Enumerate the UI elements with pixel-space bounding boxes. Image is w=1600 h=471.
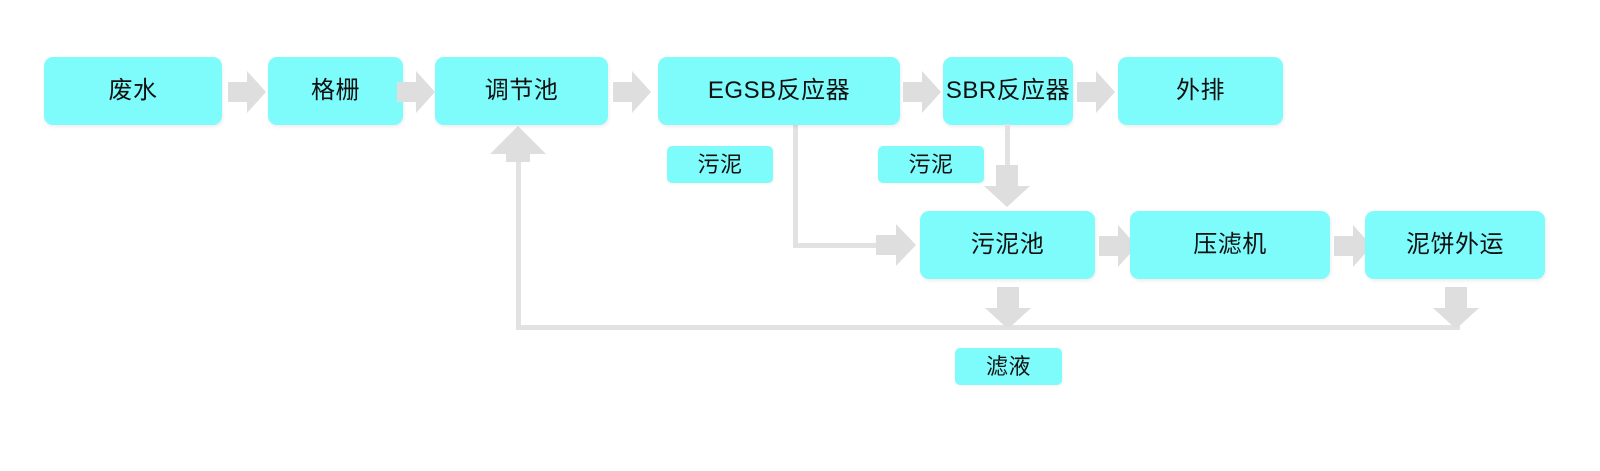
connector-press-to-cake-out-icon — [1334, 225, 1372, 267]
node-sludge-tank[interactable]: 污泥池 — [920, 211, 1095, 279]
node-wastewater[interactable]: 废水 — [44, 57, 222, 125]
connector-sludge-tank-to-press-icon — [1099, 225, 1137, 267]
node-sbr-reactor[interactable]: SBR反应器 — [943, 57, 1073, 125]
node-egsb-reactor-label: EGSB反应器 — [707, 77, 851, 104]
connector-sbr-to-sludge-tank-arrow-down-icon — [984, 165, 1030, 207]
label-sludge-from-sbr-text: 污泥 — [908, 151, 954, 177]
node-sludge-tank-label: 污泥池 — [970, 231, 1045, 258]
connector-egsb-to-sbr-icon — [903, 71, 941, 113]
connector-wastewater-to-grille-icon — [228, 71, 266, 113]
connector-sludge-tank-down-arrow-icon — [985, 287, 1031, 329]
node-cake-out[interactable]: 泥饼外运 — [1365, 211, 1545, 279]
node-grille-label: 格栅 — [311, 77, 360, 104]
connector-filtrate-return-arrowhead-up — [490, 126, 546, 162]
connector-egsb-to-sludge-tank-arrow-right-icon — [876, 224, 916, 266]
label-sludge-from-egsb[interactable]: 污泥 — [667, 146, 773, 183]
connector-filtrate-return-horizontal — [516, 325, 1460, 330]
node-filter-press[interactable]: 压滤机 — [1130, 211, 1330, 279]
node-equal-tank[interactable]: 调节池 — [435, 57, 608, 125]
connector-egsb-elbow-horizontal — [793, 243, 883, 248]
connector-sbr-to-sludge-tank-stem — [1005, 124, 1010, 170]
node-wastewater-label: 废水 — [108, 77, 158, 104]
node-discharge-label: 外排 — [1176, 77, 1225, 104]
label-sludge-from-egsb-text: 污泥 — [697, 151, 743, 177]
connector-grille-to-equal-tank-icon — [397, 71, 435, 113]
connector-egsb-elbow-vertical — [793, 124, 798, 248]
label-filtrate[interactable]: 滤液 — [955, 348, 1062, 385]
node-egsb-reactor[interactable]: EGSB反应器 — [658, 57, 900, 125]
node-cake-out-label: 泥饼外运 — [1406, 231, 1504, 258]
label-sludge-from-sbr[interactable]: 污泥 — [878, 146, 984, 183]
connector-filtrate-return-vertical — [516, 150, 521, 327]
connector-sbr-to-discharge-icon — [1077, 71, 1115, 113]
node-grille[interactable]: 格栅 — [268, 57, 403, 125]
label-filtrate-text: 滤液 — [985, 353, 1031, 379]
connector-equal-tank-to-egsb-icon — [613, 71, 651, 113]
node-sbr-reactor-label: SBR反应器 — [945, 77, 1071, 104]
node-equal-tank-label: 调节池 — [484, 77, 559, 104]
node-filter-press-label: 压滤机 — [1193, 231, 1267, 258]
connector-cake-out-down-arrow-icon — [1433, 287, 1479, 329]
node-discharge[interactable]: 外排 — [1118, 57, 1283, 125]
